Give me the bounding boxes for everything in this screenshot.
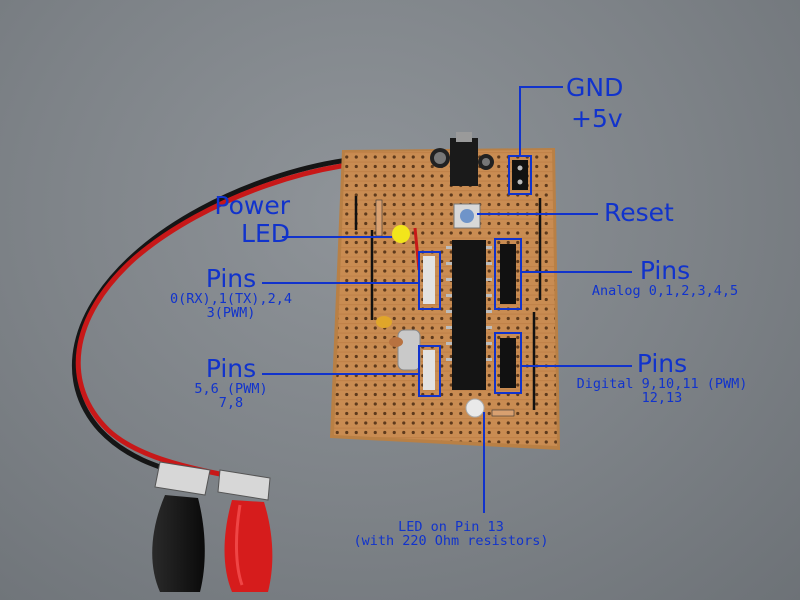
- label-led13-line1: LED on Pin 13: [398, 519, 504, 535]
- label-reset: Reset: [604, 198, 674, 227]
- box-mid: [418, 345, 441, 397]
- label-led13-line2: (with 220 Ohm resistors): [353, 533, 549, 550]
- label-pins-digital-high-title: Pins: [636, 349, 688, 378]
- label-power-led-line2: LED: [241, 219, 290, 249]
- leader-lines: [262, 86, 632, 513]
- label-pins-mid-title: Pins: [205, 354, 257, 383]
- alligator-clip-black: [152, 461, 211, 592]
- highlight-boxes: [418, 155, 532, 397]
- label-pins-analog-title: Pins: [639, 256, 691, 285]
- box-digital-high: [494, 332, 522, 394]
- label-power-led: Power LED: [202, 191, 290, 249]
- label-pins-digital-low: Pins 0(RX),1(TX),2,4 3(PWM): [146, 264, 316, 322]
- label-pins-digital-high-line1: Digital 9,10,11 (PWM): [576, 376, 748, 393]
- label-pins-digital-low-line1: 0(RX),1(TX),2,4: [170, 291, 292, 308]
- label-plus5v: +5v: [571, 104, 623, 133]
- box-digital-low: [418, 251, 441, 310]
- label-pins-digital-high: Pins Digital 9,10,11 (PWM) 12,13: [558, 349, 766, 407]
- label-gnd: GND: [566, 73, 624, 102]
- box-analog: [494, 238, 522, 310]
- label-pins-mid-line2: 7,8: [218, 395, 244, 412]
- label-power-led-line1: Power: [214, 191, 290, 220]
- label-pins-digital-high-line2: 12,13: [641, 390, 683, 407]
- label-pins-mid-line1: 5,6 (PWM): [194, 381, 268, 398]
- leader-gnd: [519, 86, 563, 156]
- alligator-clip-red: [217, 469, 273, 592]
- label-pins-analog: Pins Analog 0,1,2,3,4,5: [575, 256, 755, 300]
- label-pins-digital-low-line2: 3(PWM): [206, 305, 256, 322]
- label-pins-analog-sub: Analog 0,1,2,3,4,5: [591, 283, 739, 300]
- components: [354, 132, 542, 418]
- label-led13: LED on Pin 13 (with 220 Ohm resistors): [334, 519, 568, 550]
- label-pins-mid: Pins 5,6 (PWM) 7,8: [176, 354, 286, 412]
- label-pins-digital-low-title: Pins: [205, 264, 257, 293]
